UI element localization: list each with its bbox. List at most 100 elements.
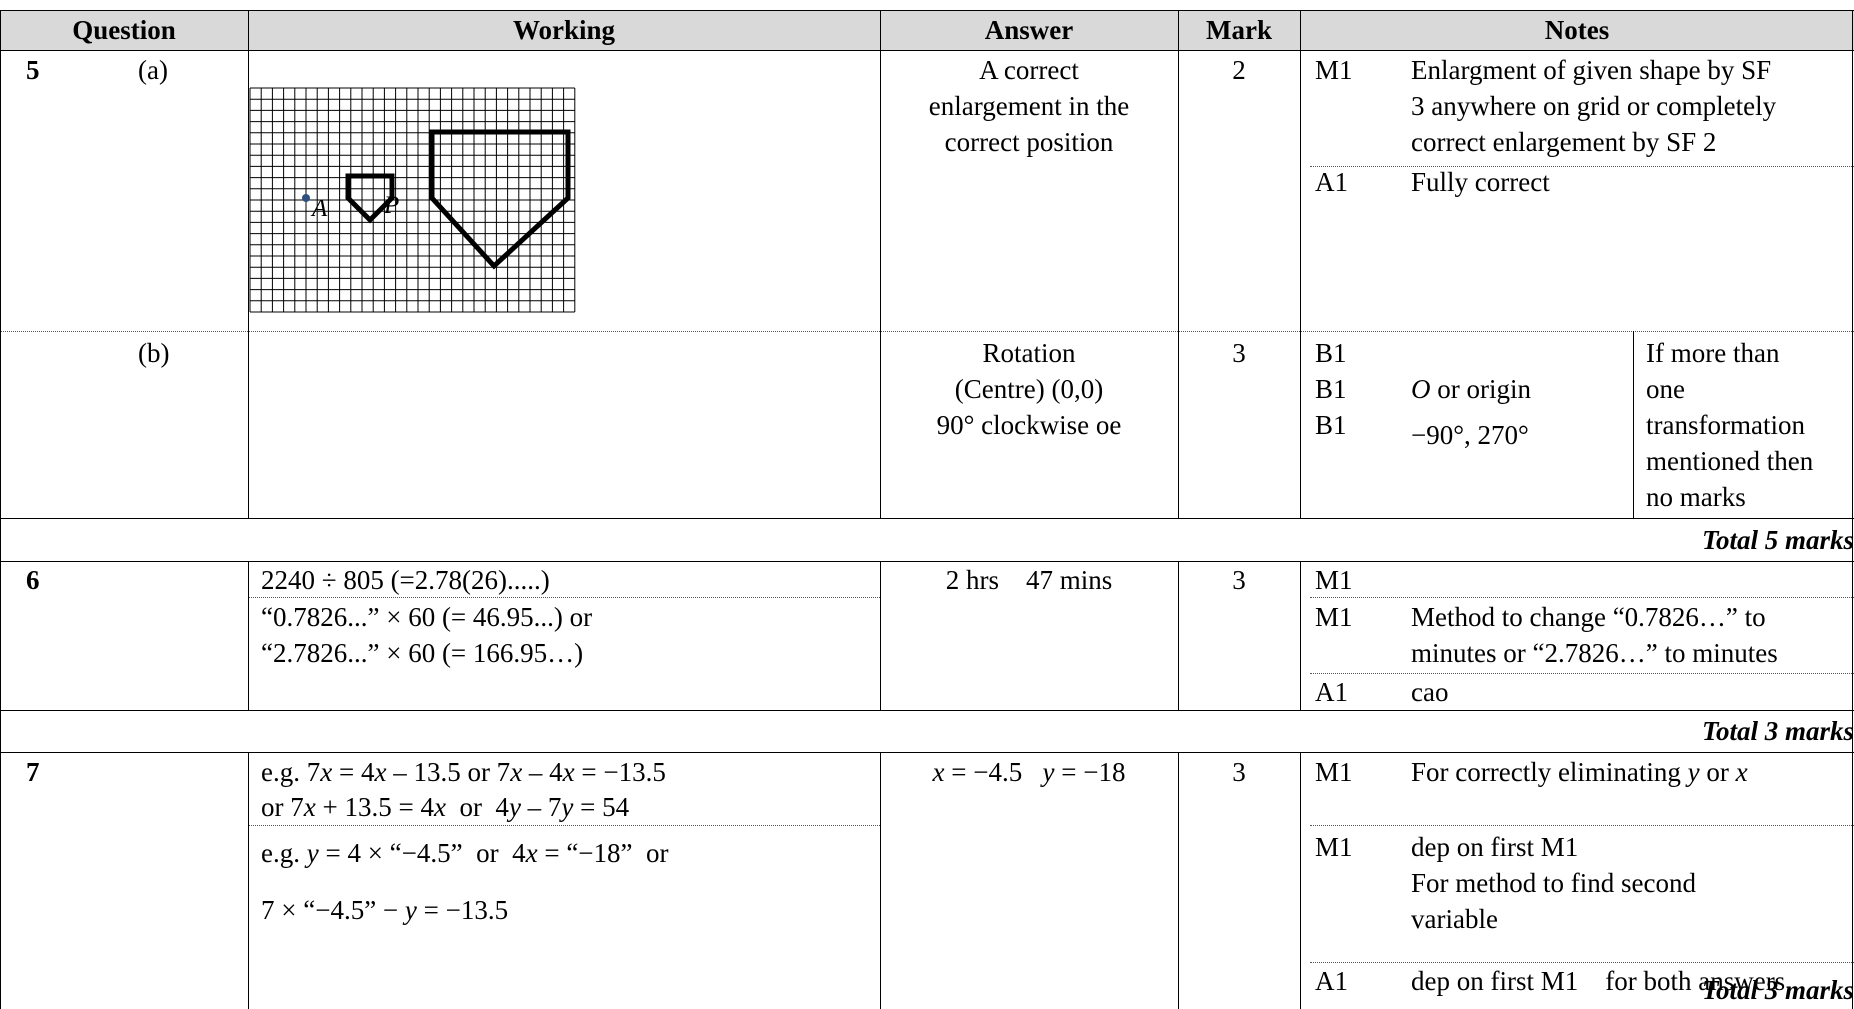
mark-code: M1: [1315, 565, 1353, 595]
equation-text: or 4: [445, 792, 509, 822]
answer-text: = −18: [1054, 757, 1126, 787]
variable: x: [1735, 757, 1748, 787]
variable: x: [525, 838, 538, 868]
rule: [248, 752, 249, 1009]
answer-value: 2 hrs 47 mins: [945, 565, 1113, 595]
rule: [880, 561, 881, 710]
note-text: or origin: [1430, 374, 1531, 404]
mark-code: B1: [1315, 374, 1347, 404]
mark-code: M1: [1315, 757, 1353, 787]
point-p-label: P: [383, 192, 399, 219]
equation-text: e.g.: [261, 838, 307, 868]
rule: [0, 561, 1854, 562]
side-note-line: mentioned then: [1646, 446, 1814, 476]
answer-text: = −4.5: [944, 757, 1043, 787]
equation-text: – 7: [520, 792, 562, 822]
variable: x: [932, 757, 945, 787]
note-text: For correctly eliminating: [1411, 757, 1688, 787]
working-line: 2240 ÷ 805 (=2.78(26).....): [261, 565, 550, 595]
working-line: e.g. 7x = 4x – 13.5 or 7x – 4x = −13.5: [261, 754, 666, 790]
equation-text: e.g. 7: [261, 757, 321, 787]
note-line: Enlargment of given shape by SF: [1411, 55, 1772, 85]
working-line: 7 × “−4.5” − y = −13.5: [261, 892, 508, 928]
origin-symbol: O: [1411, 374, 1431, 404]
note-line: −90°, 270°: [1411, 420, 1529, 450]
question-number: 5: [26, 55, 40, 85]
rule: [0, 518, 1854, 519]
answer-line: Rotation: [982, 338, 1076, 368]
rule: [248, 10, 249, 518]
variable: y: [508, 792, 521, 822]
divider: [248, 597, 880, 598]
variable: x: [303, 792, 316, 822]
rule: [1178, 10, 1179, 518]
equation-text: = “−18” or: [537, 838, 669, 868]
note-line: dep on first M1 for both answers: [1411, 966, 1786, 996]
mark-code: M1: [1315, 55, 1353, 85]
variable: y: [404, 895, 417, 925]
rule: [1852, 10, 1853, 1009]
divider: [1310, 673, 1854, 674]
side-note-line: no marks: [1646, 482, 1746, 512]
rule: [1300, 752, 1301, 1009]
rule: [880, 10, 881, 518]
mark-code: A1: [1315, 966, 1348, 996]
note-line: 3 anywhere on grid or completely: [1411, 91, 1777, 121]
variable: y: [561, 792, 574, 822]
rule: [1178, 561, 1179, 710]
note-line: O or origin: [1411, 371, 1531, 407]
part-label: (b): [138, 338, 170, 368]
variable: x: [433, 792, 446, 822]
point-a-marker: [302, 194, 310, 202]
header-answer: Answer: [984, 15, 1074, 45]
rule: [1300, 10, 1301, 518]
enlarged-shape: [429, 129, 571, 270]
equation-text: – 4: [522, 757, 563, 787]
divider: [1310, 166, 1854, 167]
answer-line: correct position: [944, 127, 1114, 157]
mark-code: B1: [1315, 410, 1347, 440]
equation-text: or 7: [261, 792, 304, 822]
working-line: “2.7826...” × 60 (= 166.95…): [261, 638, 584, 668]
mark-value: 2: [1232, 55, 1246, 85]
rule: [0, 50, 1854, 51]
variable: y: [1687, 757, 1700, 787]
divider: [1310, 962, 1854, 963]
answer-line: 90° clockwise oe: [936, 410, 1122, 440]
total-marks: Total 5 marks: [1701, 525, 1854, 555]
note-line: Fully correct: [1411, 167, 1550, 197]
rule: [248, 561, 249, 710]
equation-text: + 13.5 = 4: [315, 792, 434, 822]
equation-text: 7 × “−4.5” −: [261, 895, 405, 925]
mark-code: B1: [1315, 338, 1347, 368]
answer-line: A correct: [979, 55, 1079, 85]
answer-line: enlargement in the: [928, 91, 1130, 121]
mark-code: M1: [1315, 602, 1353, 632]
divider: [1310, 825, 1854, 826]
point-a-label: A: [310, 195, 328, 222]
note-line: variable: [1411, 904, 1498, 934]
header-row: [0, 10, 1854, 50]
answer-line: (Centre) (0,0): [954, 374, 1104, 404]
working-line: e.g. y = 4 × “−4.5” or 4x = “−18” or: [261, 835, 669, 871]
note-text: or: [1699, 757, 1736, 787]
note-line: dep on first M1: [1411, 832, 1579, 862]
header-mark: Mark: [1206, 15, 1272, 45]
header-question: Question: [72, 15, 176, 45]
note-line: For method to find second: [1411, 868, 1696, 898]
rule: [1633, 331, 1634, 518]
enlargement-grid-diagram: A P: [249, 87, 576, 313]
equation-text: = −13.5: [574, 757, 666, 787]
note-line: For correctly eliminating y or x: [1411, 754, 1748, 790]
question-number: 6: [26, 565, 40, 595]
equation-text: – 13.5 or 7: [386, 757, 511, 787]
equation-text: = −13.5: [416, 895, 509, 925]
side-note-line: If more than: [1646, 338, 1780, 368]
variable: x: [562, 757, 575, 787]
question-number: 7: [26, 757, 40, 787]
note-line: cao: [1411, 677, 1449, 707]
variable: x: [374, 757, 387, 787]
divider: [248, 825, 880, 826]
rule: [0, 10, 1854, 11]
rule: [1300, 561, 1301, 710]
